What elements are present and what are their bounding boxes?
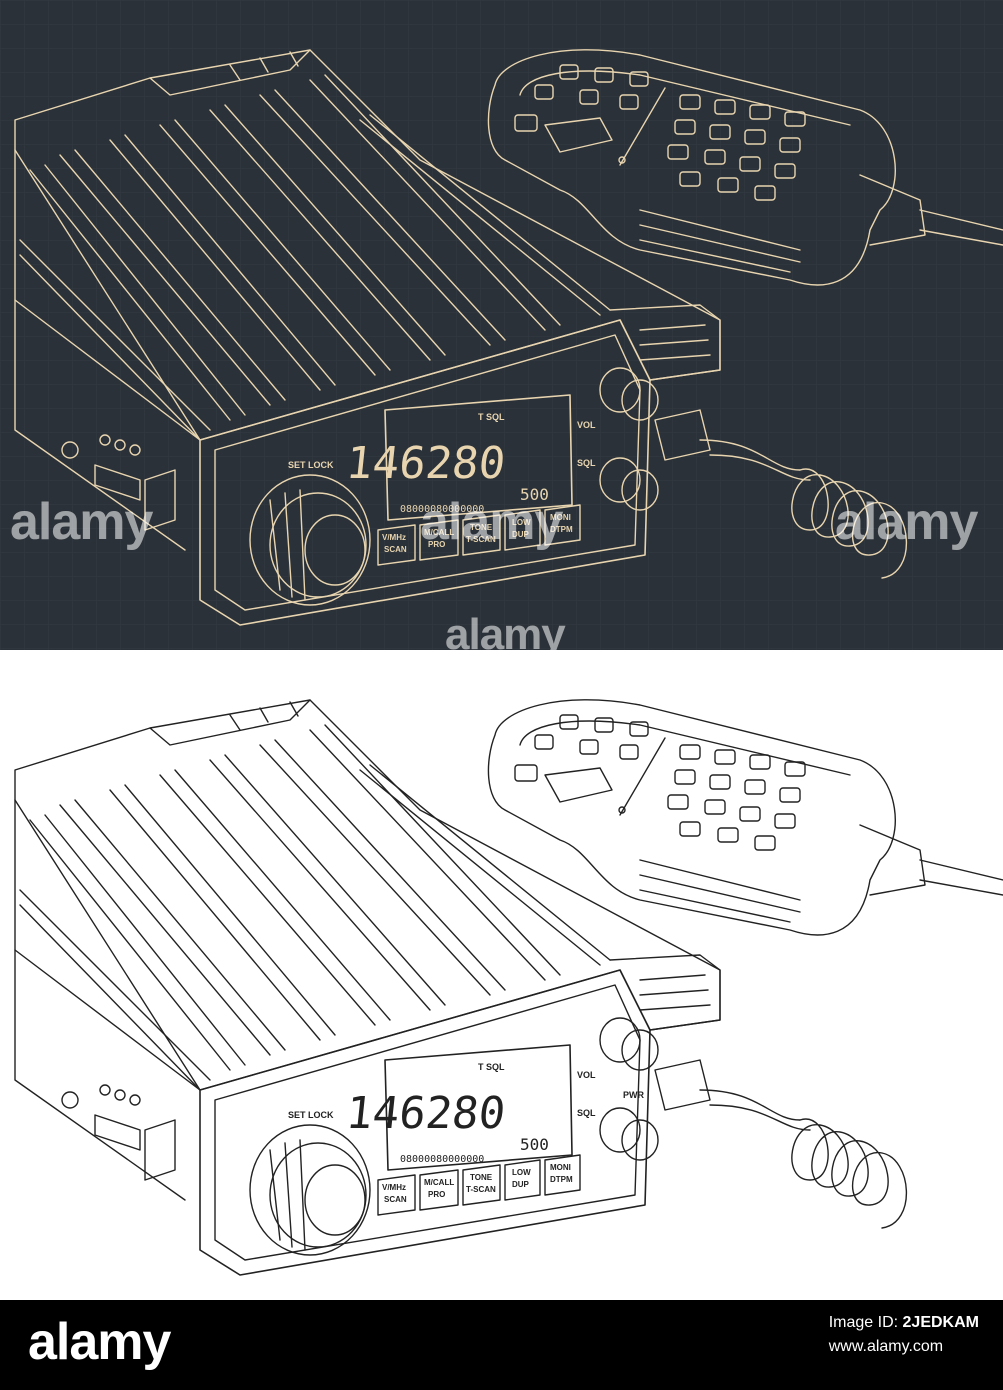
light-lineart-panel: T SQL 146280 500 08000080000000 SET LOCK… bbox=[0, 650, 1003, 1300]
btn-label: SCAN bbox=[384, 545, 407, 554]
lcd-frequency: 146280 bbox=[344, 438, 508, 489]
lcd-sub: 500 bbox=[520, 1135, 549, 1154]
sql-label: SQL bbox=[577, 1108, 596, 1118]
watermark: alamy bbox=[835, 493, 978, 551]
btn-label: T-SCAN bbox=[466, 535, 496, 544]
btn-label: V/MHz bbox=[382, 533, 406, 542]
btn-label: SCAN bbox=[384, 1195, 407, 1204]
btn-label: DTPM bbox=[550, 1175, 573, 1184]
radio-lineart-illustration: T SQL 146280 500 08000080000000 SET LOCK… bbox=[14, 699, 1003, 1276]
btn-label: MONI bbox=[550, 1163, 571, 1172]
watermark: alamy bbox=[445, 610, 566, 650]
watermark: alamy bbox=[420, 493, 563, 551]
watermark: alamy bbox=[10, 493, 153, 551]
lcd-indicator: T SQL bbox=[478, 412, 505, 422]
lcd-frequency: 146280 bbox=[344, 1088, 508, 1139]
btn-label: DTPM bbox=[550, 525, 573, 534]
radio-blueprint-illustration: T SQL 146280 500 08000080000000 SET LOCK… bbox=[0, 0, 1003, 650]
lcd-bargraph: 08000080000000 bbox=[400, 1154, 484, 1165]
alamy-logo: alamy bbox=[28, 1313, 171, 1371]
sql-label: SQL bbox=[577, 458, 596, 468]
btn-label: TONE bbox=[470, 523, 493, 532]
btn-label: TONE bbox=[470, 1173, 493, 1182]
footer-info: Image ID: 2JEDKAM www.alamy.com bbox=[829, 1314, 979, 1356]
btn-label: M/CALL bbox=[424, 528, 454, 537]
btn-label: V/MHz bbox=[382, 1183, 406, 1192]
btn-label: LOW bbox=[512, 1168, 531, 1177]
btn-label: DUP bbox=[512, 530, 530, 539]
lcd-sub: 500 bbox=[520, 485, 549, 504]
lcd-bargraph: 08000080000000 bbox=[400, 504, 484, 515]
stock-footer-bar: alamy Image ID: 2JEDKAM www.alamy.com bbox=[0, 1300, 1003, 1390]
pwr-label: PWR bbox=[623, 1090, 644, 1100]
btn-label: DUP bbox=[512, 1180, 530, 1189]
btn-label: T-SCAN bbox=[466, 1185, 496, 1194]
lcd-indicator: T SQL bbox=[478, 1062, 505, 1072]
btn-label: PRO bbox=[428, 540, 445, 549]
footer-url: www.alamy.com bbox=[828, 1338, 944, 1355]
knob-label: SET LOCK bbox=[288, 460, 334, 470]
btn-label: MONI bbox=[550, 513, 571, 522]
btn-label: LOW bbox=[512, 518, 531, 527]
vol-label: VOL bbox=[577, 420, 596, 430]
btn-label: PRO bbox=[428, 1190, 445, 1199]
btn-label: M/CALL bbox=[424, 1178, 454, 1187]
knob-label: SET LOCK bbox=[288, 1110, 334, 1120]
vol-label: VOL bbox=[577, 1070, 596, 1080]
dark-blueprint-panel: T SQL 146280 500 08000080000000 SET LOCK… bbox=[0, 0, 1003, 650]
image-id-label: Image ID: bbox=[828, 1314, 899, 1331]
image-id: 2JEDKAM bbox=[902, 1314, 979, 1331]
